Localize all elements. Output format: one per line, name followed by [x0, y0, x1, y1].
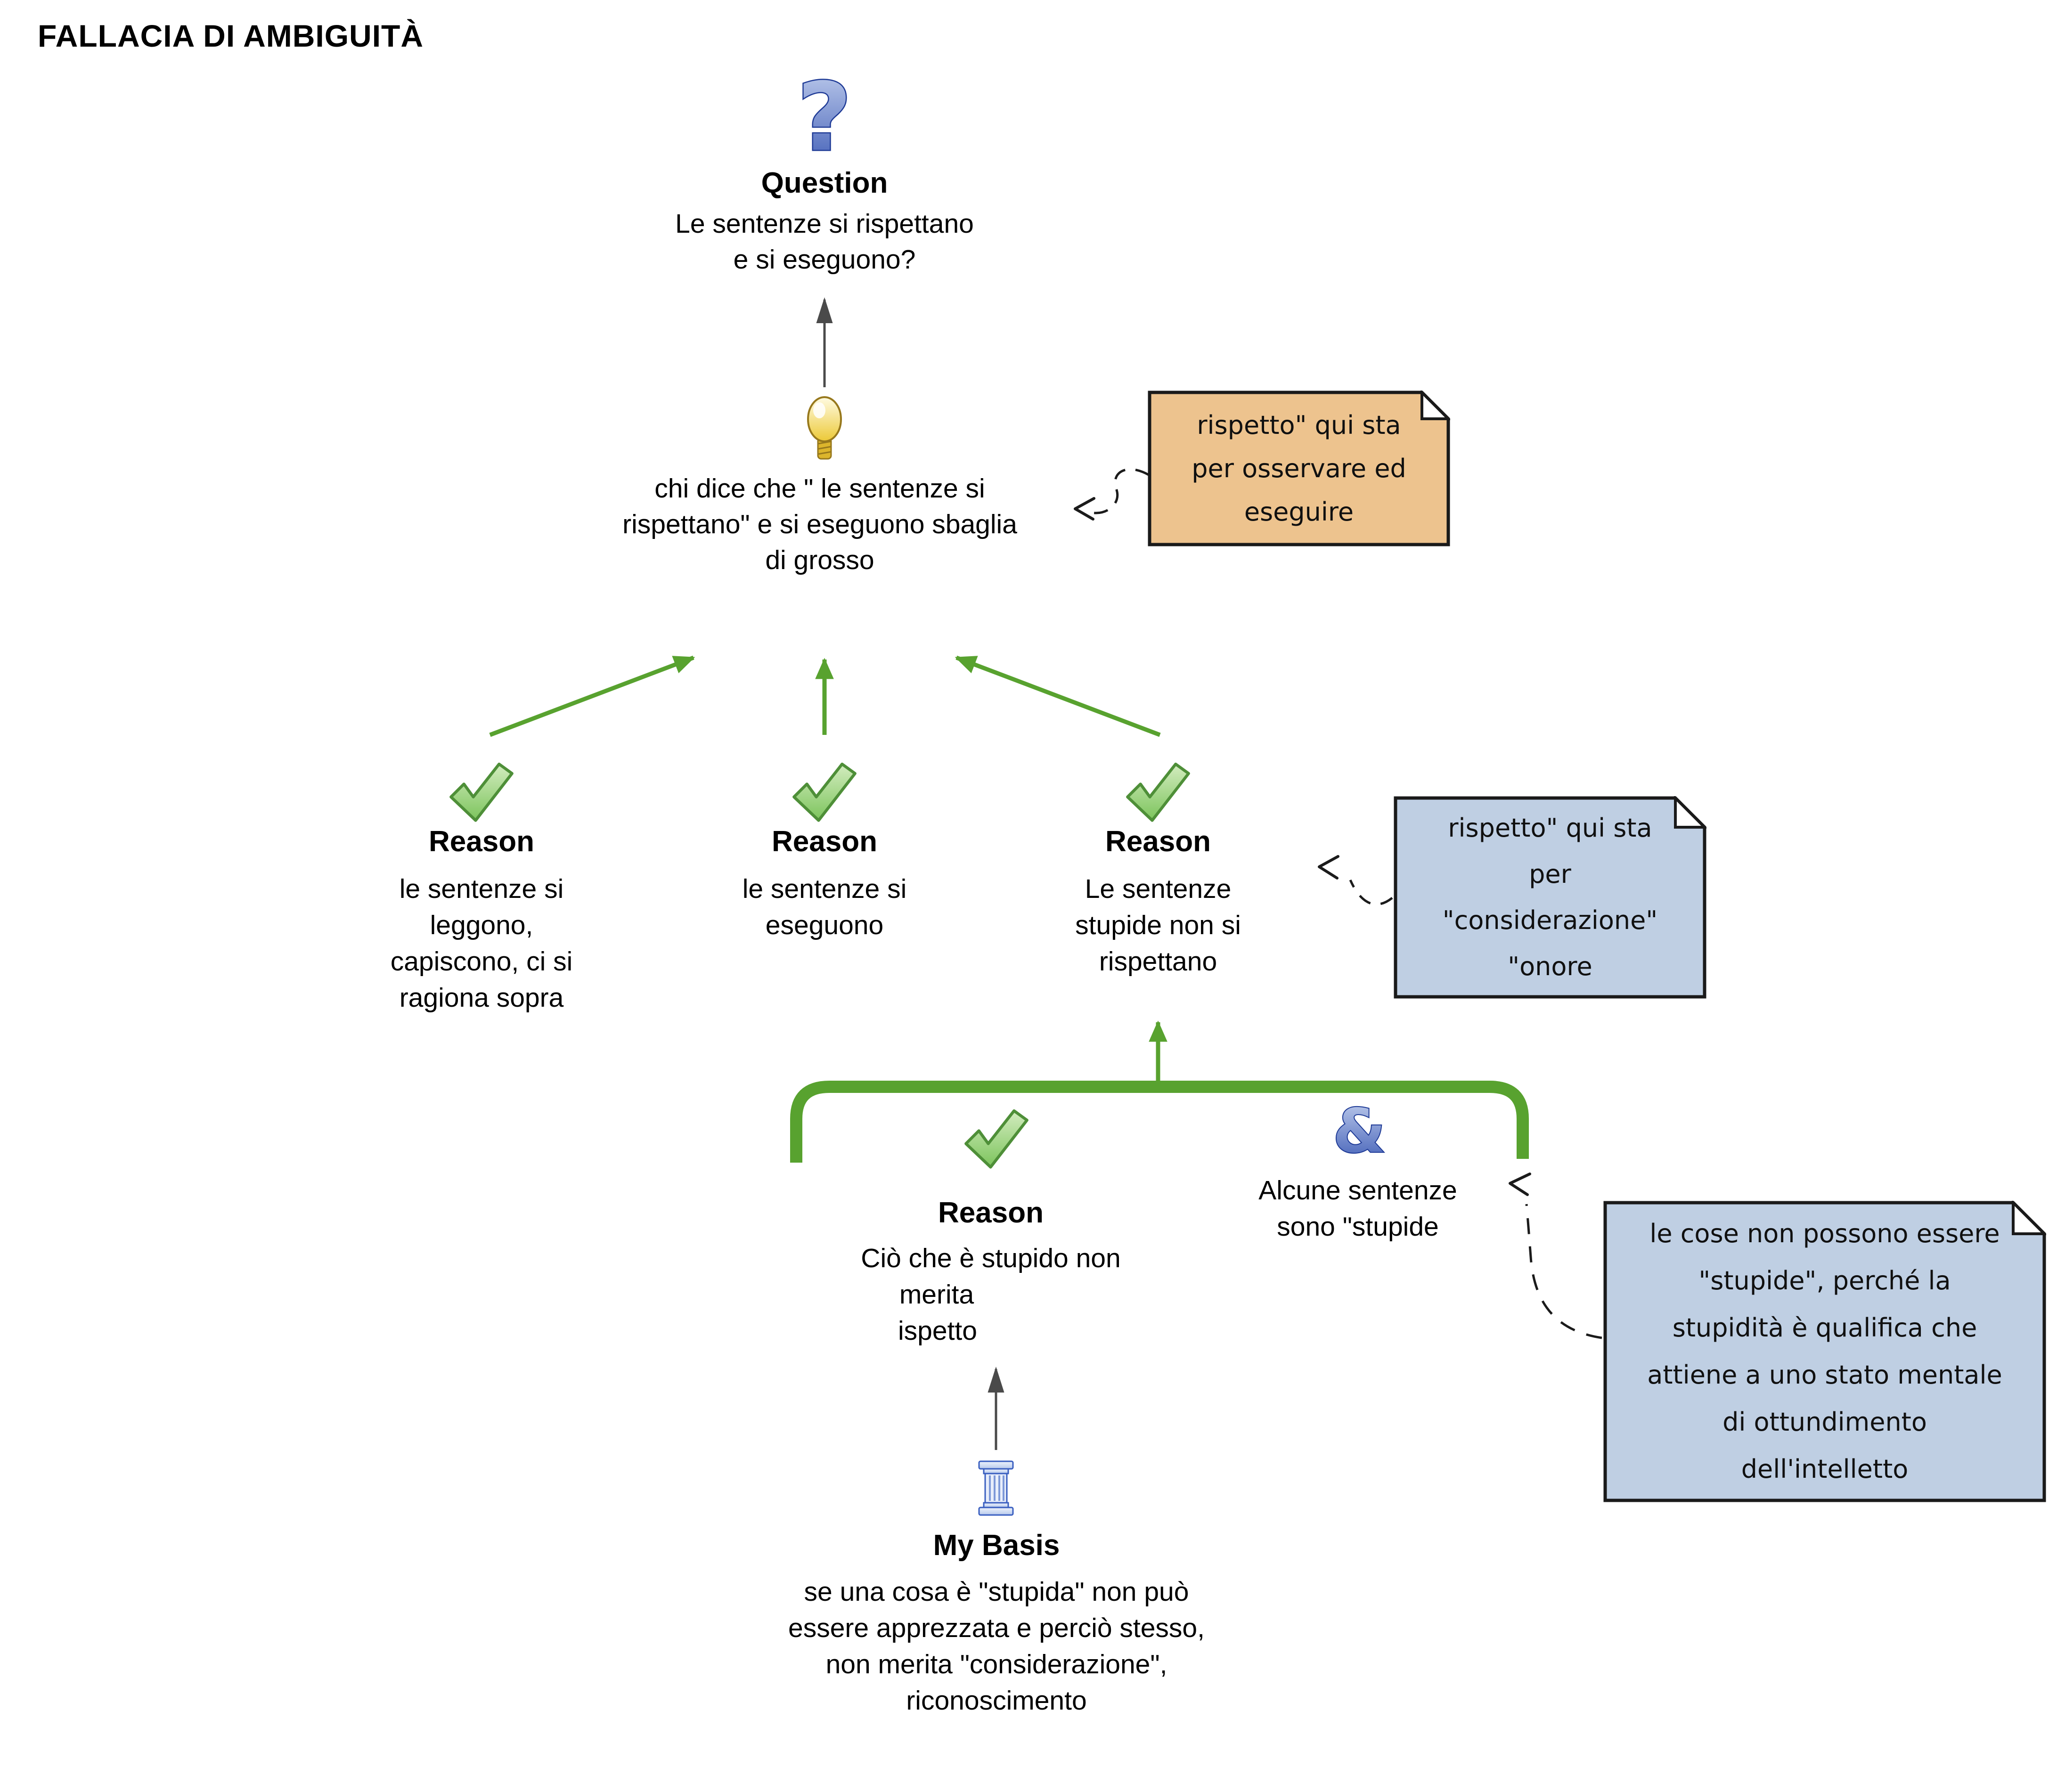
- page-title: FALLACIA DI AMBIGUITÀ: [38, 18, 424, 53]
- basis-text-line: essere apprezzata e perciò stesso,: [788, 1613, 1205, 1643]
- reason-text-line: ispetto: [898, 1316, 977, 1346]
- reason-text-line: Le sentenze: [1085, 874, 1232, 904]
- check-icon: [446, 759, 517, 824]
- note-text-line: di ottundimento: [1722, 1407, 1927, 1437]
- folded-corner-icon: [2012, 1201, 2046, 1235]
- note-shape: [1148, 391, 1450, 546]
- reason-text-line: le sentenze si: [399, 874, 564, 904]
- dashed-connector-note-blue1: [1349, 879, 1393, 906]
- pillar-icon: [971, 1458, 1020, 1520]
- basis-node[interactable]: My Basis se una cosa è "stupida" non può…: [721, 1458, 1272, 1722]
- note-text-line: eseguire: [1244, 497, 1354, 527]
- svg-text:?: ?: [797, 70, 852, 164]
- contention-text-line: chi dice che " le sentenze si: [654, 473, 985, 504]
- reason-node-2[interactable]: Reason le sentenze si eseguono: [693, 759, 956, 957]
- note-text-line: stupidità è qualifica che: [1672, 1313, 1977, 1343]
- check-icon: [961, 1106, 1032, 1171]
- conjunction-node[interactable]: & Alcune sentenze sono "stupide: [1226, 1095, 1490, 1247]
- question-node[interactable]: ? Question Le sentenze si rispettano e s…: [612, 62, 1037, 282]
- contention-node[interactable]: chi dice che " le sentenze si rispettano…: [547, 395, 1093, 583]
- reason-label: Reason: [938, 1197, 1044, 1229]
- note-text-line: per: [1529, 859, 1571, 889]
- reason-text-line: stupide non si: [1075, 910, 1241, 940]
- ampersand-icon: &: [1332, 1095, 1387, 1167]
- basis-text-line: riconoscimento: [906, 1686, 1087, 1716]
- reason-text-line: capiscono, ci si: [390, 946, 573, 977]
- folded-corner-icon: [1674, 796, 1706, 829]
- dashed-connector-note-blue2: [1525, 1204, 1602, 1339]
- note-text-line: per osservare ed: [1192, 453, 1406, 483]
- question-mark-icon: ?: [783, 62, 866, 174]
- basis-label: My Basis: [933, 1529, 1060, 1562]
- note-text-line: "considerazione": [1442, 905, 1658, 935]
- green-arrow-reason1: [489, 655, 695, 737]
- reason-text-line: eseguono: [765, 910, 884, 940]
- dashed-connector-note-orange: [1087, 468, 1150, 514]
- reason-label: Reason: [1105, 825, 1211, 858]
- dashed-arrowhead-note-blue2: [1509, 1173, 1531, 1196]
- note-shape: [1394, 796, 1706, 999]
- reason-text-line: le sentenze si: [742, 874, 907, 904]
- conjunction-text-line: Alcune sentenze: [1258, 1175, 1457, 1206]
- reason-text-line: merita: [899, 1279, 974, 1310]
- note-text-line: le cose non possono essere: [1649, 1219, 2000, 1248]
- group-reason-node[interactable]: Reason Ciò che è stupido non merita ispe…: [826, 1106, 1156, 1351]
- reason-text-line: ragiona sopra: [399, 983, 564, 1013]
- basis-text-line: non merita "considerazione",: [825, 1649, 1167, 1679]
- conjunction-text-line: sono "stupide: [1277, 1212, 1439, 1242]
- contention-text-line: rispettano" e si eseguono sbaglia: [622, 509, 1017, 539]
- note-orange[interactable]: rispetto" qui sta per osservare ed esegu…: [1148, 391, 1450, 546]
- reason-node-1[interactable]: Reason le sentenze si leggono, capiscono…: [350, 759, 613, 1023]
- check-icon: [1123, 759, 1193, 824]
- note-text-line: rispetto" qui sta: [1197, 410, 1401, 440]
- note-text-line: "stupide", perché la: [1698, 1266, 1951, 1295]
- reason-label: Reason: [429, 825, 534, 858]
- reason-node-3[interactable]: Reason Le sentenze stupide non si rispet…: [1026, 759, 1290, 995]
- note-text-line: dell'intelletto: [1741, 1454, 1909, 1484]
- note-shape: [1603, 1201, 2046, 1502]
- question-text-line: e si eseguono?: [733, 244, 916, 275]
- green-arrow-reason3: [955, 655, 1161, 737]
- folded-corner-icon: [1420, 391, 1450, 420]
- check-icon: [789, 759, 860, 824]
- note-text-line: "onore: [1508, 952, 1592, 981]
- reason-text-line: Ciò che è stupido non: [861, 1243, 1121, 1273]
- note-blue-1[interactable]: rispetto" qui sta per "considerazione" "…: [1394, 796, 1706, 999]
- reason-text-line: leggono,: [430, 910, 533, 940]
- question-label: Question: [761, 167, 888, 199]
- question-text-line: Le sentenze si rispettano: [675, 209, 974, 239]
- reason-label: Reason: [772, 825, 877, 858]
- reason-text-line: rispettano: [1099, 946, 1217, 977]
- dashed-arrowhead-note-blue1: [1318, 855, 1339, 880]
- note-text-line: rispetto" qui sta: [1448, 813, 1652, 843]
- note-text-line: attiene a uno stato mentale: [1647, 1360, 2002, 1390]
- basis-text-line: se una cosa è "stupida" non può: [804, 1577, 1189, 1607]
- note-blue-2[interactable]: le cose non possono essere "stupide", pe…: [1603, 1201, 2046, 1502]
- contention-text-line: di grosso: [765, 545, 874, 575]
- lightbulb-icon: [799, 395, 850, 465]
- svg-text:&: &: [1333, 1101, 1385, 1163]
